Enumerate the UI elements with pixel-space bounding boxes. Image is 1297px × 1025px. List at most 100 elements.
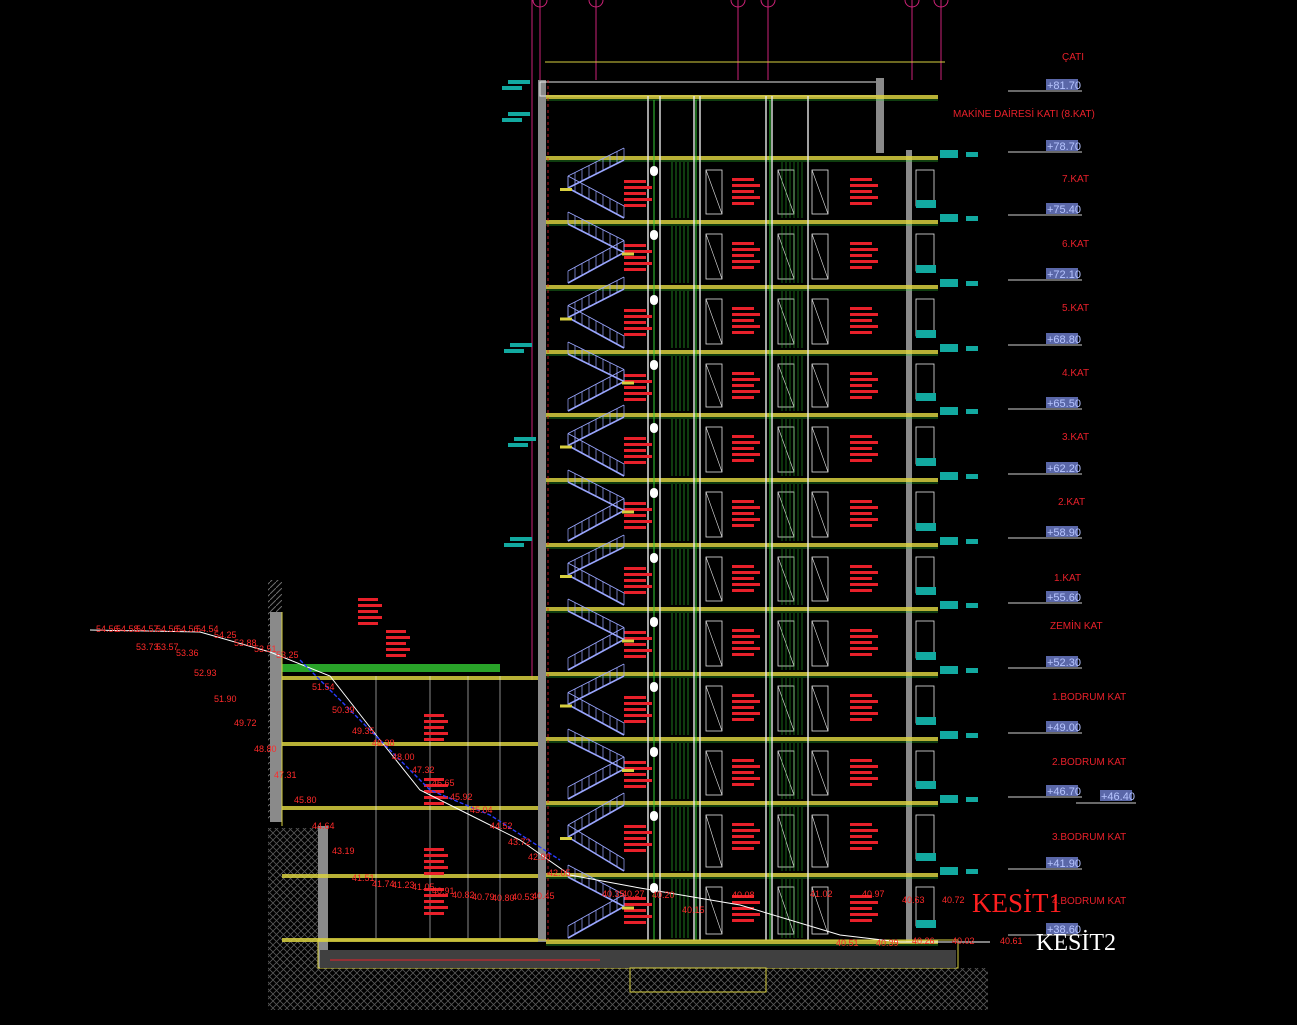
- annotation-text-line: [850, 441, 878, 444]
- annotation-text-line: [624, 374, 646, 377]
- level-name: 3.BODRUM KAT: [1052, 832, 1126, 843]
- annotation-text-line: [424, 848, 444, 851]
- spot-elevation: 51.90: [214, 694, 237, 704]
- level-value: +46.40: [1101, 791, 1135, 803]
- foundation-fill: [320, 950, 956, 968]
- stair-landing: [622, 769, 634, 772]
- balcony-rail: [940, 279, 958, 287]
- light-fixture: [650, 230, 658, 240]
- annotation-text-line: [850, 254, 872, 257]
- door-swing: [811, 233, 829, 280]
- spot-elevation: 45.92: [450, 792, 473, 802]
- annotation-text-line: [850, 901, 878, 904]
- annotation-text-line: [732, 700, 760, 703]
- level-marker: 3.BODRUM KAT+41.90: [1008, 832, 1126, 870]
- spot-elevation: 49.72: [234, 718, 257, 728]
- level-value: +68.80: [1047, 334, 1081, 346]
- door-swing: [811, 491, 829, 538]
- annotation-text-line: [732, 835, 754, 838]
- annotation-text-line: [624, 573, 652, 576]
- section-title-kesit2: KESİT2: [1036, 930, 1116, 956]
- stair-landing: [560, 575, 572, 578]
- annotation-text-line: [424, 900, 444, 903]
- door-swing: [705, 426, 723, 473]
- stair-landing: [560, 704, 572, 708]
- annotation-text-line: [624, 591, 646, 594]
- window-sill: [916, 523, 936, 531]
- spot-elevation: 53.57: [156, 642, 179, 652]
- door-swing: [705, 886, 723, 935]
- door-frame: [705, 298, 723, 345]
- level-value: +72.10: [1047, 269, 1081, 281]
- spot-elevation: 54.56: [176, 624, 199, 634]
- annotation-text-line: [386, 654, 406, 657]
- annotation-text-line: [424, 732, 448, 735]
- annotation-text-line: [732, 441, 760, 444]
- annotation-text-line: [624, 250, 652, 253]
- spot-elevation: 42.90: [528, 852, 551, 862]
- level-value: +78.70: [1047, 141, 1081, 153]
- annotation-text-line: [624, 843, 652, 846]
- level-name: 4.BODRUM KAT: [1052, 896, 1126, 907]
- annotation-text-line: [624, 831, 652, 834]
- door-frame: [811, 886, 829, 935]
- annotation-text-line: [624, 702, 652, 705]
- annotation-text-line: [624, 825, 646, 828]
- balcony-rail: [940, 795, 958, 803]
- door-frame: [811, 363, 829, 408]
- annotation-text-line: [732, 266, 754, 269]
- annotation-text-line: [850, 435, 872, 438]
- level-marker: 6.KAT+72.10: [1008, 239, 1089, 281]
- spot-elevation: 54.54: [196, 624, 219, 634]
- door-swing: [811, 298, 829, 345]
- level-marker: 1.KAT+55.60: [1008, 573, 1082, 604]
- spot-elevation: 53.25: [276, 650, 299, 660]
- annotation-text-line: [732, 783, 754, 786]
- window-sill: [916, 920, 936, 928]
- annotation-text-line: [624, 921, 646, 924]
- annotation-text-line: [732, 459, 754, 462]
- annotation-text-line: [424, 714, 444, 717]
- level-tag: [966, 603, 978, 608]
- elevation-tag: [508, 443, 528, 447]
- annotation-text-line: [850, 518, 878, 521]
- door-frame: [705, 814, 723, 868]
- door-swing: [811, 363, 829, 408]
- door-frame: [705, 426, 723, 473]
- spot-elevation: 47.31: [274, 770, 297, 780]
- annotation-text-line: [624, 244, 646, 247]
- spot-elevation: 41.23: [392, 880, 415, 890]
- annotation-text-line: [850, 202, 872, 205]
- basement-slab: [282, 874, 538, 878]
- door-frame: [811, 426, 829, 473]
- floor-slab: [546, 156, 938, 160]
- annotation-text-line: [732, 396, 754, 399]
- annotation-text-line: [850, 694, 872, 697]
- spot-elevation: 45.04: [470, 805, 493, 815]
- level-name: 2.KAT: [1058, 497, 1085, 508]
- stair-handrail: [567, 498, 625, 530]
- level-value: +58.90: [1047, 527, 1081, 539]
- annotation-text-line: [732, 829, 760, 832]
- spot-elevation: 52.93: [194, 668, 217, 678]
- light-fixture: [650, 423, 658, 433]
- tower-wall-left: [538, 80, 546, 942]
- door-frame: [705, 363, 723, 408]
- door-swing: [705, 298, 723, 345]
- annotation-text-line: [732, 706, 754, 709]
- light-fixture: [650, 811, 658, 821]
- stair-handrail: [567, 894, 625, 927]
- level-value: +62.20: [1047, 463, 1081, 475]
- annotation-text-line: [732, 647, 760, 650]
- stair-handrail: [567, 147, 625, 177]
- stair-handrail: [567, 534, 625, 564]
- annotation-text-line: [624, 714, 652, 717]
- annotation-text-line: [624, 849, 646, 852]
- window-sill: [916, 393, 936, 401]
- spot-elevation: 48.80: [254, 744, 277, 754]
- annotation-text-line: [732, 759, 754, 762]
- annotation-text-line: [850, 319, 872, 322]
- spot-elevation: 41.05: [412, 882, 435, 892]
- annotation-text-line: [732, 901, 760, 904]
- annotation-text-line: [732, 372, 754, 375]
